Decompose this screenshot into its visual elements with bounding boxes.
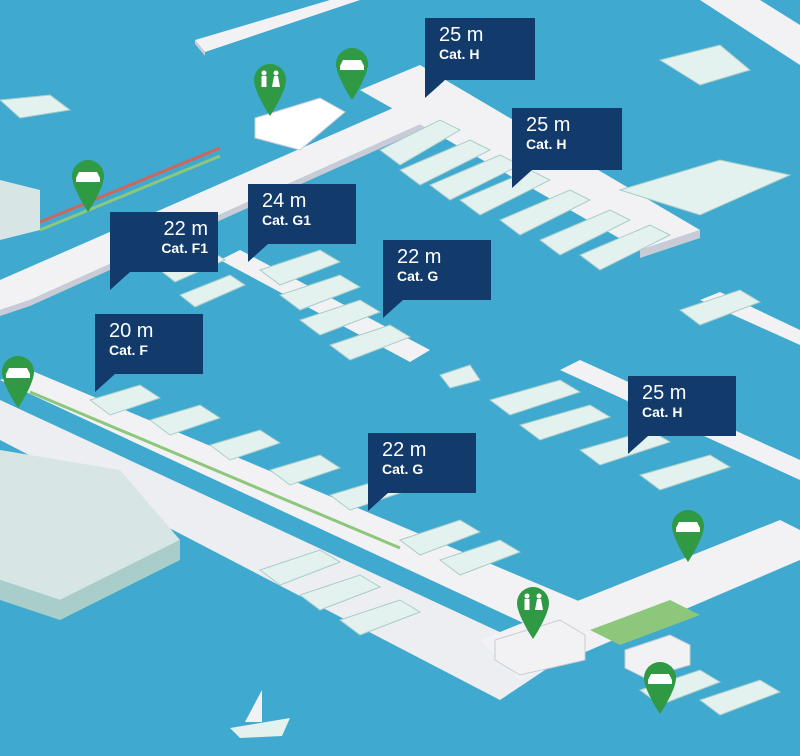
lawn-right [590, 600, 700, 645]
berth-callout-25m-middle[interactable]: 25 m Cat. H [512, 108, 622, 188]
berth-callout-22m-f1[interactable]: 22 m Cat. F1 [110, 212, 218, 290]
berth-length: 22 m [163, 218, 208, 240]
car-icon [336, 48, 368, 100]
berth-length: 25 m [642, 382, 687, 404]
berth-length: 25 m [439, 24, 484, 46]
berth-length: 22 m [382, 439, 427, 461]
breakwater-right [700, 0, 800, 65]
berth-callout-22m-g-lower[interactable]: 22 m Cat. G [368, 433, 476, 511]
berth-callout-20m[interactable]: 20 m Cat. F [95, 314, 203, 392]
berth-callout-24m[interactable]: 24 m Cat. G1 [248, 184, 356, 262]
toilets-icon [517, 587, 549, 639]
berth-category: Cat. G1 [262, 212, 312, 228]
berth-length: 25 m [526, 114, 571, 136]
service-building-right [624, 634, 691, 679]
quay-promenade [0, 400, 560, 700]
toilets-pin-lower[interactable] [515, 585, 551, 639]
berth-callout-25m-right[interactable]: 25 m Cat. H [628, 376, 736, 454]
berth-callout-25m-top[interactable]: 25 m Cat. H [425, 18, 535, 98]
breakwater-top [195, 0, 360, 52]
berth-category: Cat. F [109, 342, 148, 358]
building-upper-left [0, 180, 40, 240]
parking-pin-top[interactable] [334, 46, 370, 100]
car-icon [2, 356, 34, 408]
service-building-upper [254, 97, 346, 151]
berth-length: 22 m [397, 246, 442, 268]
berth-category: Cat. F1 [161, 240, 208, 256]
car-icon [644, 662, 676, 714]
toilets-icon [254, 64, 286, 116]
parking-pin-bottom[interactable] [642, 660, 678, 714]
service-building-lower [494, 619, 586, 676]
berth-category: Cat. H [642, 404, 683, 420]
toilets-pin-upper[interactable] [252, 62, 288, 116]
berth-length: 24 m [262, 190, 307, 212]
car-icon [672, 510, 704, 562]
car-icon [72, 160, 104, 212]
berth-category: Cat. H [526, 136, 567, 152]
parking-pin-left-upper[interactable] [70, 158, 106, 212]
sailboat [230, 690, 290, 738]
berth-callout-22m-g-upper[interactable]: 22 m Cat. G [383, 240, 491, 318]
berth-category: Cat. G [382, 461, 424, 477]
parking-pin-left-lower[interactable] [0, 354, 36, 408]
boats-lower [88, 289, 782, 716]
berth-length: 20 m [109, 320, 154, 342]
berth-category: Cat. G [397, 268, 439, 284]
parking-pin-right[interactable] [670, 508, 706, 562]
berth-category: Cat. H [439, 46, 480, 62]
quay-upper [0, 105, 430, 310]
